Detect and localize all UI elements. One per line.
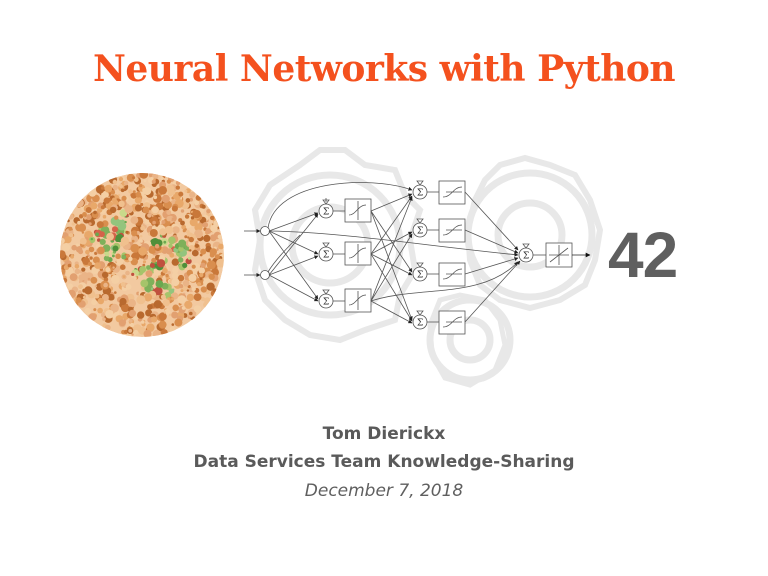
answer-number: 42 (608, 219, 678, 291)
svg-text:Σ: Σ (417, 319, 423, 329)
sigmoid-activation-box (344, 198, 372, 223)
svg-text:Σ: Σ (323, 298, 329, 308)
gear-watermark-icon (251, 147, 604, 388)
sigmoid-activation-box (344, 288, 372, 313)
sigmoid-activation-box (438, 180, 466, 205)
svg-text:Σ: Σ (417, 189, 423, 199)
author-name: Tom Dierickx (322, 424, 446, 444)
svg-text:Σ: Σ (417, 227, 423, 237)
svg-text:Σ: Σ (323, 208, 329, 218)
credits: Tom Dierickx Data Services Team Knowledg… (0, 420, 768, 506)
ishihara-plate-icon (60, 173, 224, 337)
svg-text:Σ: Σ (417, 271, 423, 281)
sum-node (412, 218, 428, 238)
team-name: Data Services Team Knowledge-Sharing (193, 452, 575, 472)
neural-network-diagram (244, 180, 591, 335)
sigmoid-activation-box (344, 241, 372, 266)
sigmoid-activation-box (438, 310, 466, 335)
sigmoid-activation-box (438, 218, 466, 243)
sigmoid-activation-box (438, 262, 466, 287)
svg-text:Σ: Σ (523, 252, 529, 262)
presentation-date: December 7, 2018 (304, 481, 464, 501)
slide-title: Neural Networks with Python (92, 48, 676, 90)
linear-activation-box (545, 242, 573, 268)
svg-text:Σ: Σ (323, 251, 329, 261)
sum-node (318, 289, 334, 309)
